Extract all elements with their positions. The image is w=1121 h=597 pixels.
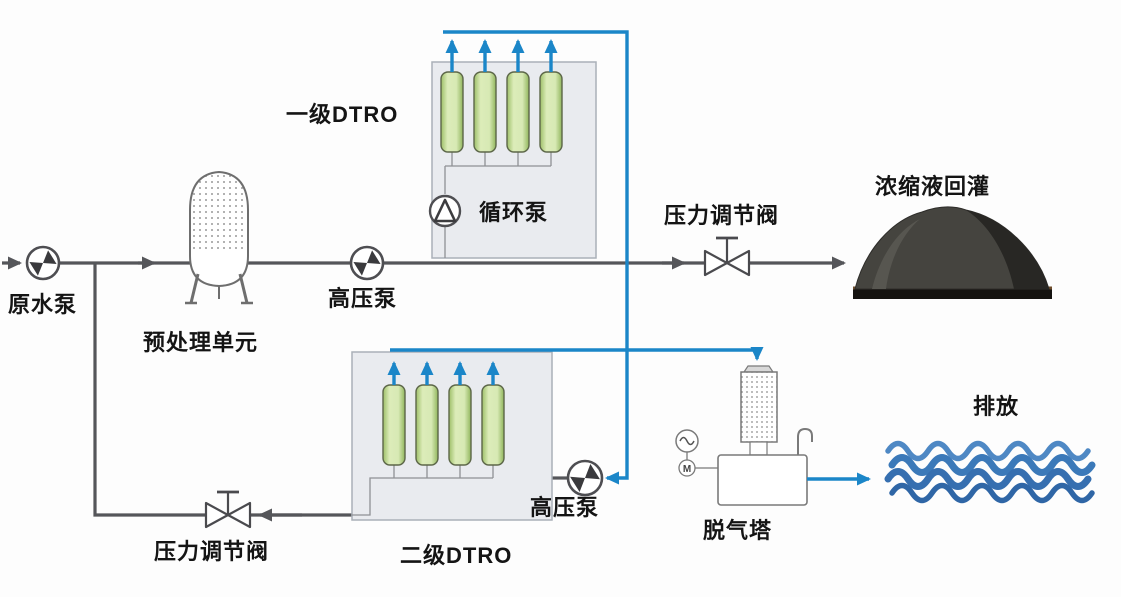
label-high-pressure-pump2: 高压泵 bbox=[530, 495, 600, 520]
degassing-tower: M bbox=[675, 365, 813, 506]
discharge-waves bbox=[884, 440, 1096, 504]
recycle-line bbox=[93, 263, 206, 517]
feed-piping bbox=[2, 256, 846, 522]
stage1-dtro-module bbox=[431, 61, 597, 259]
membrane-tube bbox=[506, 71, 530, 153]
stage1-membrane-tubes bbox=[440, 71, 563, 153]
raw-water-pump-icon bbox=[25, 245, 61, 281]
stage2-dtro-module bbox=[351, 351, 553, 521]
membrane-tube bbox=[481, 384, 505, 466]
valves bbox=[204, 236, 751, 529]
label-discharge: 排放 bbox=[973, 394, 1020, 419]
label-pressure-valve1: 压力调节阀 bbox=[664, 203, 780, 228]
label-high-pressure-pump1: 高压泵 bbox=[328, 286, 398, 311]
label-pressure-valve2: 压力调节阀 bbox=[154, 539, 270, 564]
concentrate-mound bbox=[853, 206, 1052, 299]
stage2-internal-piping bbox=[352, 465, 494, 516]
circulation-pump-icon bbox=[428, 194, 462, 228]
membrane-tube bbox=[415, 384, 439, 466]
vent-pipe bbox=[797, 427, 813, 455]
stage2-permeate-header bbox=[390, 347, 764, 361]
stage1-internal-piping bbox=[444, 152, 552, 258]
vessel-legs bbox=[189, 273, 249, 304]
stage1-permeate-header bbox=[443, 30, 629, 485]
label-stage2-dtro: 二级DTRO bbox=[400, 543, 513, 568]
label-stage1-dtro: 一级DTRO bbox=[286, 102, 399, 127]
pumps bbox=[25, 194, 604, 497]
tower-cap bbox=[742, 365, 775, 373]
high-pressure-pump2-icon bbox=[566, 459, 604, 497]
tower-tank bbox=[717, 454, 808, 506]
permeate-piping bbox=[387, 30, 871, 486]
label-pretreatment-unit: 预处理单元 bbox=[143, 330, 259, 355]
membrane-tube bbox=[448, 384, 472, 466]
label-degassing-tower: 脱气塔 bbox=[703, 518, 773, 543]
membrane-tube bbox=[473, 71, 497, 153]
motor-tag-text: M bbox=[683, 464, 691, 475]
pretreatment-vessel bbox=[185, 170, 253, 305]
tower-neck bbox=[749, 441, 768, 456]
membrane-tube bbox=[539, 71, 563, 153]
label-raw-water-pump: 原水泵 bbox=[8, 292, 78, 317]
membrane-tube bbox=[440, 71, 464, 153]
label-circulation-pump: 循环泵 bbox=[479, 200, 549, 225]
pressure-valve2-icon bbox=[204, 490, 252, 529]
label-concentrate-recharge: 浓缩液回灌 bbox=[875, 174, 991, 199]
membrane-tube bbox=[382, 384, 406, 466]
stage2-membrane-tubes bbox=[382, 384, 505, 466]
pressure-valve1-icon bbox=[703, 236, 751, 277]
high-pressure-pump1-icon bbox=[349, 245, 385, 281]
